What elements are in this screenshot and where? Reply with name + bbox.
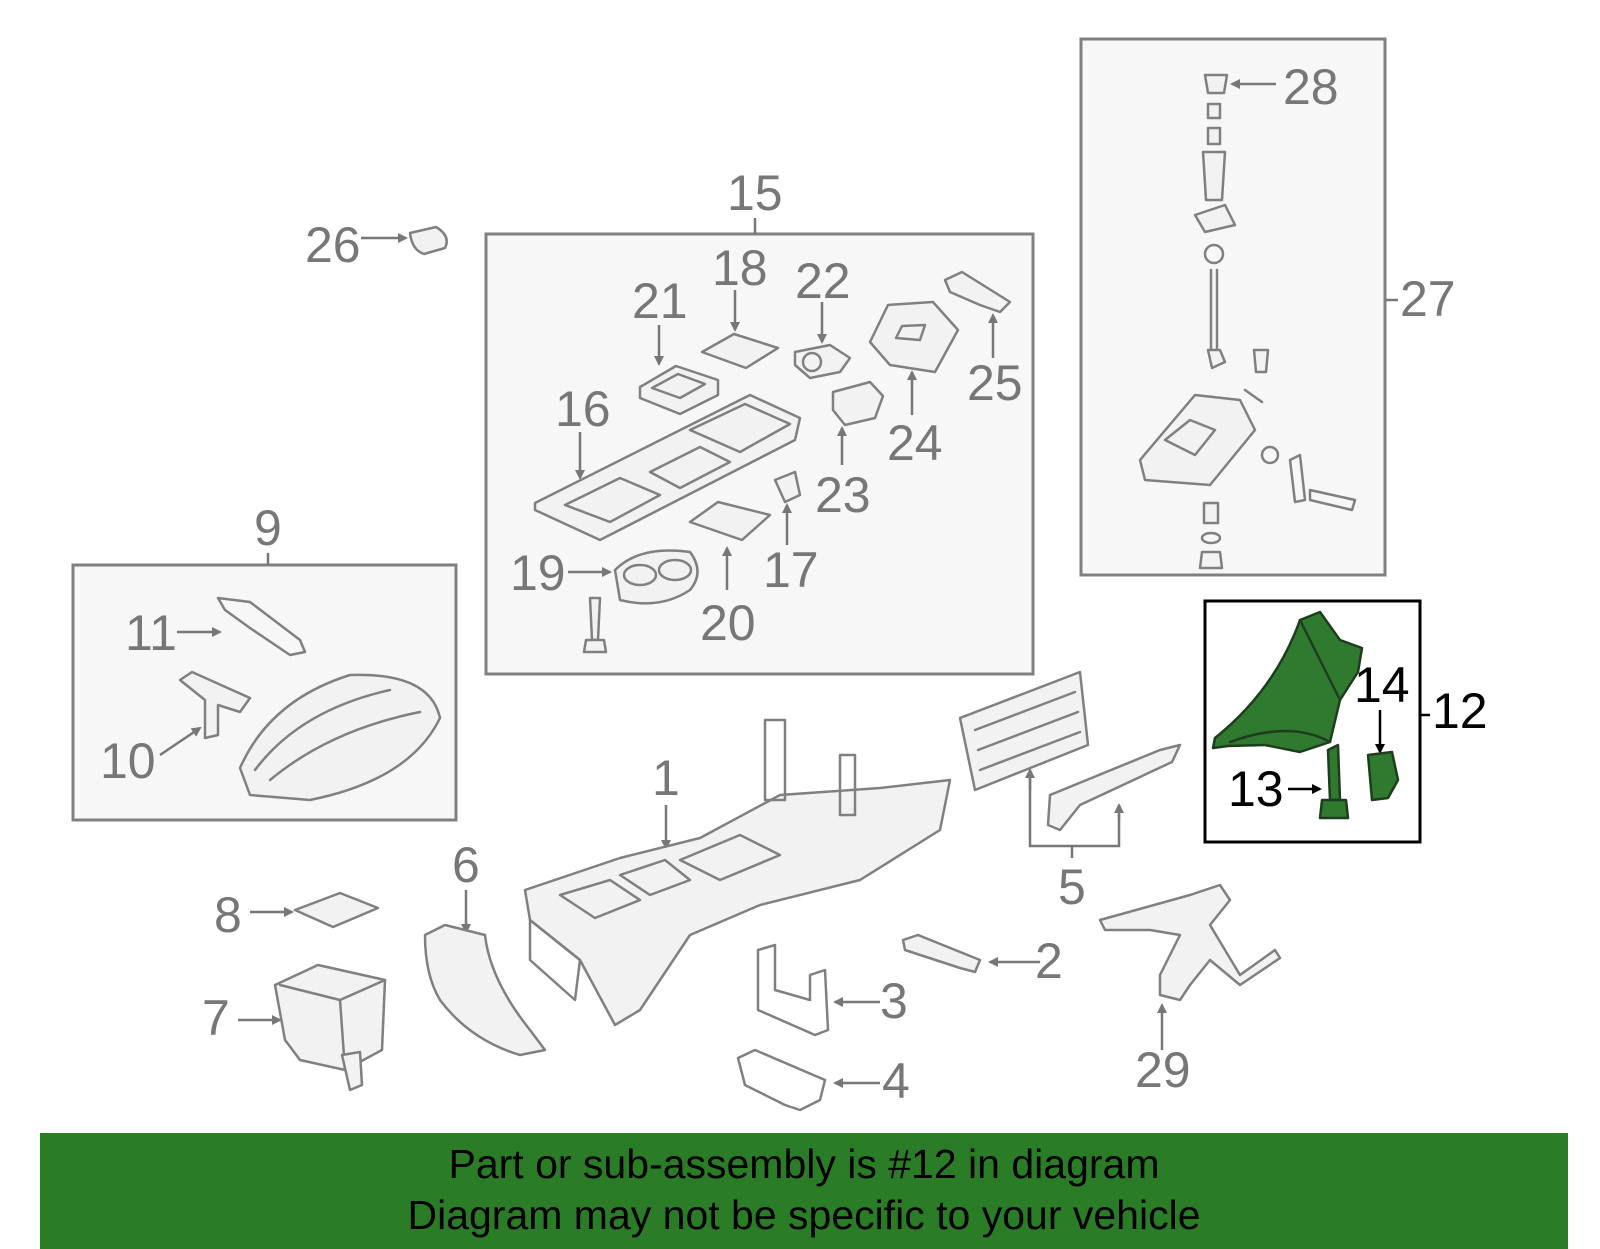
callout-8: 8 xyxy=(214,887,242,943)
callout-3: 3 xyxy=(880,973,908,1029)
callout-14: 14 xyxy=(1354,657,1410,713)
callout-13: 13 xyxy=(1228,761,1284,817)
callout-19: 19 xyxy=(510,545,566,601)
part-1-console-body[interactable] xyxy=(523,718,952,1027)
callout-20: 20 xyxy=(700,595,756,651)
part-21-bezel[interactable] xyxy=(638,325,720,416)
callout-9: 9 xyxy=(254,500,282,556)
part-28-shift-knob[interactable] xyxy=(1203,73,1276,95)
part-5-side-panels[interactable] xyxy=(958,670,1182,858)
part-27-shifter-assembly[interactable] xyxy=(1138,102,1357,570)
callout-21: 21 xyxy=(632,273,688,329)
callout-22: 22 xyxy=(795,253,851,309)
callout-7: 7 xyxy=(202,990,230,1046)
callout-2: 2 xyxy=(1035,933,1063,989)
part-11-hinge[interactable] xyxy=(177,596,307,657)
part-29-parking-brake[interactable] xyxy=(1098,883,1282,1050)
group-box-27 xyxy=(1079,37,1387,577)
part-armrest-lid[interactable] xyxy=(238,673,442,802)
banner-line-2: Diagram may not be specific to your vehi… xyxy=(407,1192,1201,1238)
callout-6: 6 xyxy=(452,837,480,893)
callout-5: 5 xyxy=(1058,859,1086,915)
part-16-upper-cover[interactable] xyxy=(533,393,802,542)
callout-27: 27 xyxy=(1400,271,1456,327)
callout-26: 26 xyxy=(305,217,361,273)
part-19-cupholder[interactable] xyxy=(568,549,699,654)
part-17-clip[interactable] xyxy=(773,470,802,545)
part-7-storage-bin[interactable] xyxy=(273,963,387,1092)
callout-1: 1 xyxy=(652,750,680,806)
part-3-bracket[interactable] xyxy=(756,943,880,1037)
callout-4: 4 xyxy=(882,1053,910,1109)
callout-28: 28 xyxy=(1283,59,1339,115)
part-14-clip[interactable] xyxy=(1366,750,1400,802)
banner-line-1: Part or sub-assembly is #12 in diagram xyxy=(448,1141,1160,1187)
callout-18: 18 xyxy=(712,240,768,296)
part-20-mat[interactable] xyxy=(688,500,772,590)
callout-17: 17 xyxy=(763,542,819,598)
part-24-panel[interactable] xyxy=(868,300,960,415)
part-2-bracket[interactable] xyxy=(901,933,1040,974)
part-6-front-panel[interactable] xyxy=(423,923,547,1057)
info-banner: Part or sub-assembly is #12 in diagram D… xyxy=(40,1133,1568,1249)
callout-23: 23 xyxy=(815,467,871,523)
part-4-bracket[interactable] xyxy=(736,1048,880,1112)
callout-25: 25 xyxy=(967,355,1023,411)
part-10-bracket[interactable] xyxy=(159,670,252,757)
callout-12: 12 xyxy=(1432,683,1488,739)
callout-10: 10 xyxy=(100,733,156,789)
callout-16: 16 xyxy=(555,381,611,437)
part-12-shift-boot-trim[interactable] xyxy=(1211,610,1364,754)
part-18-mat[interactable] xyxy=(700,290,780,370)
callout-11: 11 xyxy=(125,605,177,661)
part-22-socket[interactable] xyxy=(793,302,852,380)
part-25-bracket[interactable] xyxy=(943,270,1012,358)
part-23-switch[interactable] xyxy=(831,380,885,465)
part-26-clip[interactable] xyxy=(361,225,448,256)
callout-24: 24 xyxy=(887,415,943,471)
part-13-screw[interactable] xyxy=(1318,743,1350,820)
callout-29: 29 xyxy=(1135,1042,1191,1098)
callout-15: 15 xyxy=(727,165,783,221)
part-8-mat[interactable] xyxy=(293,891,380,929)
